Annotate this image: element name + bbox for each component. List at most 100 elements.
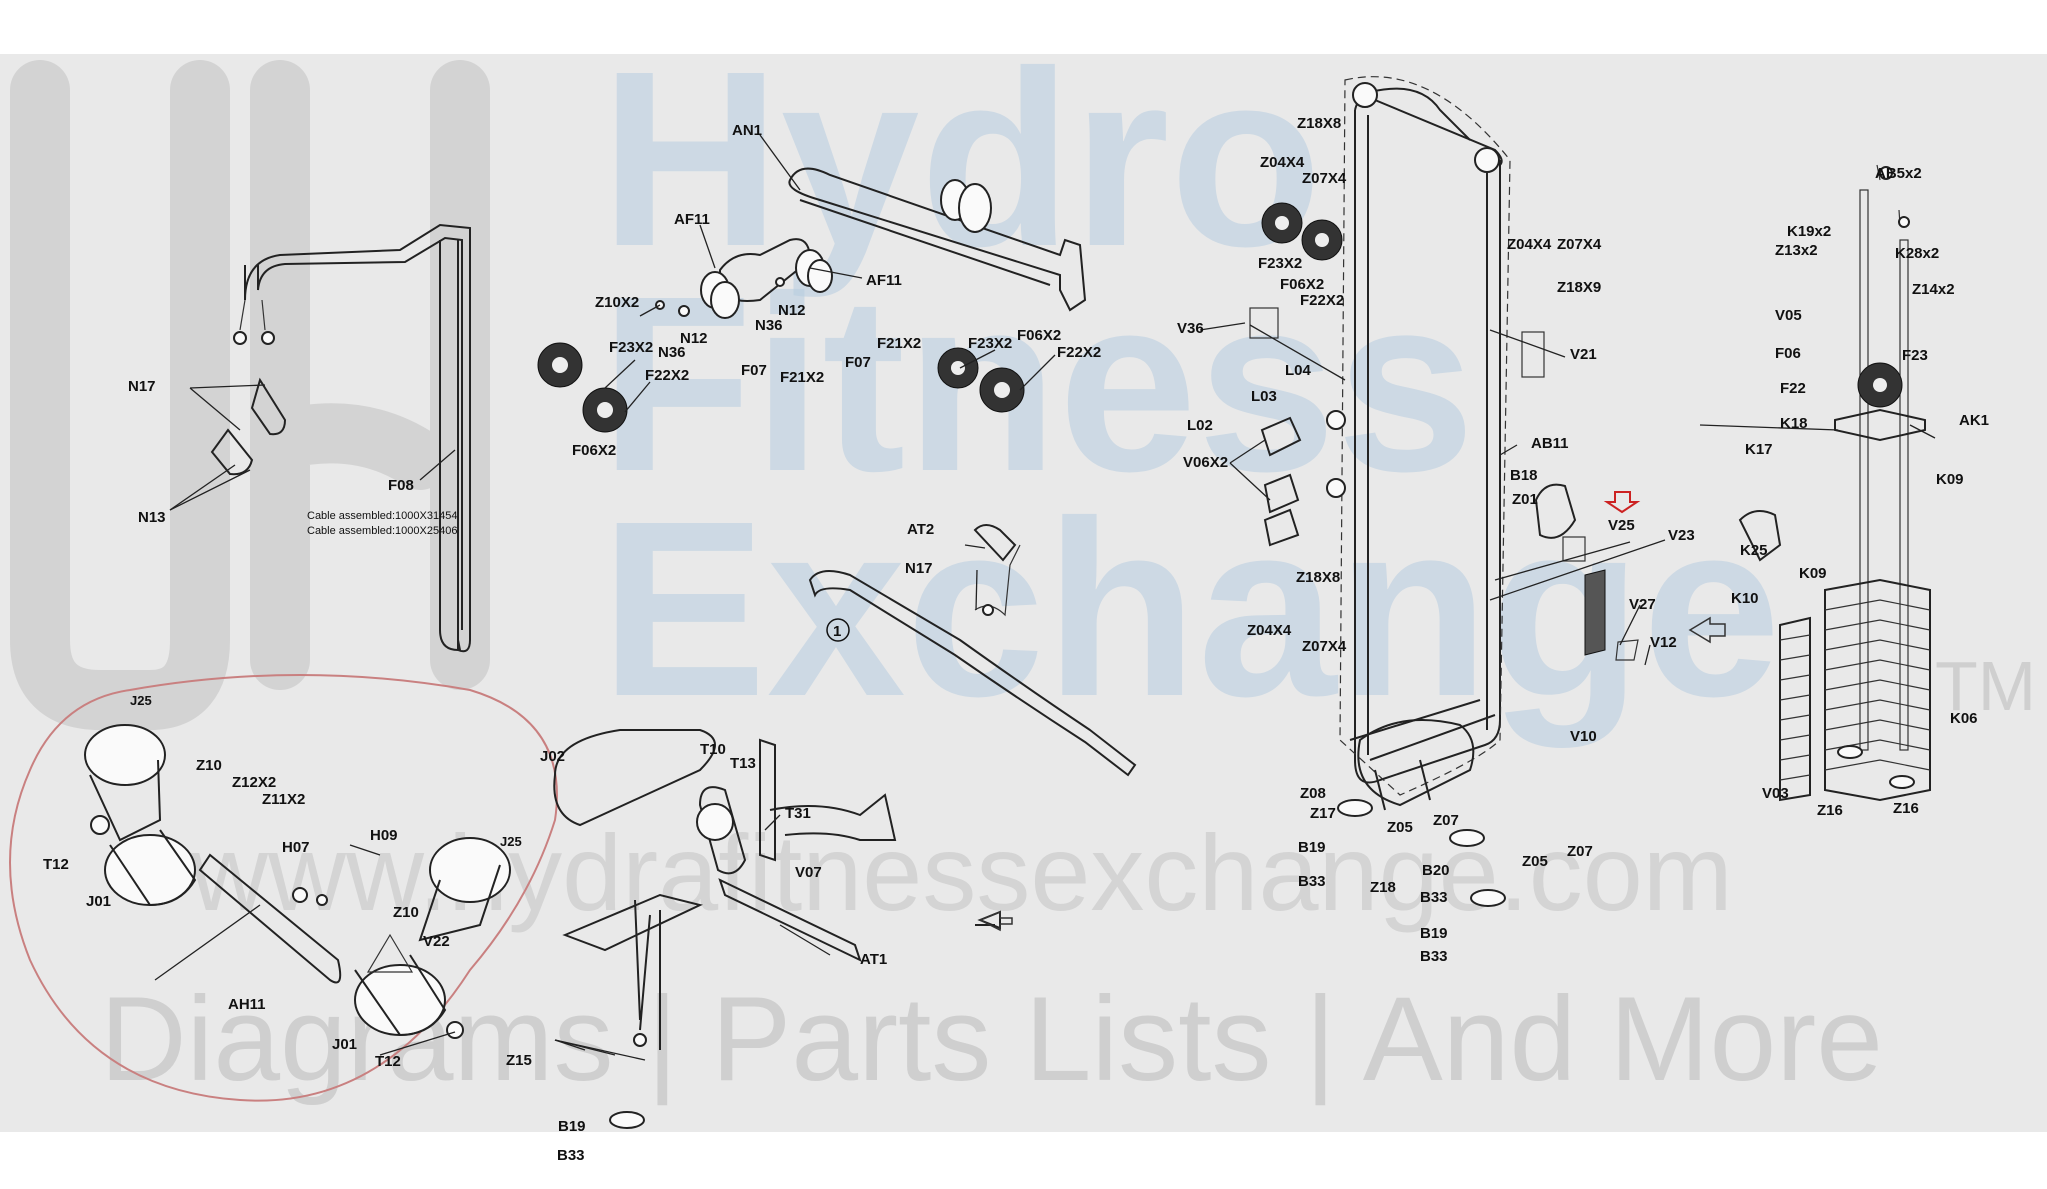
pulley-f06-left-a [537, 342, 583, 388]
label-b19-b: B19 [1298, 839, 1326, 856]
label-z07-a: Z07 [1433, 812, 1459, 829]
label-z14x2: Z14x2 [1912, 281, 1955, 298]
label-z18x8-b: Z18X8 [1296, 569, 1340, 586]
cable-note-2: Cable assembled:1000X25406 [307, 525, 457, 537]
label-z10x2: Z10X2 [595, 294, 639, 311]
label-b33-b: B33 [1298, 873, 1326, 890]
label-k17: K17 [1745, 441, 1773, 458]
label-z01: Z01 [1512, 491, 1538, 508]
label-circle-1: 1 [833, 623, 841, 640]
label-f21x2-b: F21X2 [877, 335, 921, 352]
label-f23x2-a: F23X2 [609, 339, 653, 356]
label-z08: Z08 [1300, 785, 1326, 802]
label-k09-b: K09 [1799, 565, 1827, 582]
label-v03: V03 [1762, 785, 1789, 802]
label-t10: T10 [700, 741, 726, 758]
label-z18: Z18 [1370, 879, 1396, 896]
label-z10-b: Z10 [393, 904, 419, 921]
label-h07: H07 [282, 839, 310, 856]
label-v25: V25 [1608, 517, 1635, 534]
label-f08: F08 [388, 477, 414, 494]
label-h09: H09 [370, 827, 398, 844]
label-v10: V10 [1570, 728, 1597, 745]
label-ah11: AH11 [228, 996, 266, 1013]
label-k06: K06 [1950, 710, 1978, 727]
label-v12: V12 [1650, 634, 1677, 651]
label-f23-r: F23 [1902, 347, 1928, 364]
label-f22x2-c: F22X2 [1300, 292, 1344, 309]
label-b18: B18 [1510, 467, 1538, 484]
label-k25: K25 [1740, 542, 1768, 559]
label-t12-b: T12 [375, 1053, 401, 1070]
label-l02: L02 [1187, 417, 1213, 434]
label-f22-r: F22 [1780, 380, 1806, 397]
label-t13: T13 [730, 755, 756, 772]
label-f21x2-a: F21X2 [780, 369, 824, 386]
label-z07x4-c: Z07X4 [1302, 638, 1347, 655]
cable-assembly [210, 223, 471, 653]
label-k28x2: K28x2 [1895, 245, 1939, 262]
label-z07-b: Z07 [1567, 843, 1593, 860]
label-f22x2-a: F22X2 [645, 367, 689, 384]
direction-arrows [978, 491, 1726, 932]
label-z07x4-b: Z07X4 [1557, 236, 1602, 253]
highlight-arrow-v25 [1603, 491, 1641, 514]
main-tower [1337, 76, 1511, 907]
label-z16-b: Z16 [1893, 800, 1919, 817]
label-ak1: AK1 [1959, 412, 1989, 429]
label-z18x8-a: Z18X8 [1297, 115, 1341, 132]
label-f07-b: F07 [845, 354, 871, 371]
watermark-logo [10, 60, 490, 730]
label-n17-a: N17 [128, 378, 156, 395]
label-n13: N13 [138, 509, 166, 526]
label-t12-a: T12 [43, 856, 69, 873]
tower-brackets [1249, 307, 1639, 661]
label-k19x2: K19x2 [1787, 223, 1831, 240]
label-k10: K10 [1731, 590, 1759, 607]
watermark-line1: Hydro [600, 19, 1322, 298]
label-n12-a: N12 [680, 330, 708, 347]
label-f06x2-b: F06X2 [1017, 327, 1061, 344]
label-j01-a: J01 [86, 893, 111, 910]
label-j01-b: J01 [332, 1036, 357, 1053]
highlight-outline [9, 674, 558, 1102]
label-l03: L03 [1251, 388, 1277, 405]
label-z18x9: Z18X9 [1557, 279, 1601, 296]
leg-roller-assembly [84, 724, 511, 1039]
label-v06x2: V06X2 [1183, 454, 1228, 471]
label-v36: V36 [1177, 320, 1204, 337]
label-z17: Z17 [1310, 805, 1336, 822]
diagram-sheet [0, 54, 2047, 1132]
watermark-url: www.hydrafitnessexchange.com [189, 812, 1733, 933]
label-v07: V07 [795, 864, 822, 881]
label-v05: V05 [1775, 307, 1802, 324]
label-b33-a: B33 [557, 1147, 585, 1164]
watermark-tm: TM [1935, 647, 2036, 725]
label-z07x4-a: Z07X4 [1302, 170, 1347, 187]
label-v27: V27 [1629, 596, 1656, 613]
cable-notes: Cable assembled:1000X31454 Cable assembl… [307, 510, 457, 537]
label-n36-a: N36 [658, 344, 686, 361]
label-at2: AT2 [907, 521, 934, 538]
leader-lines [154, 134, 1936, 1061]
label-v21: V21 [1570, 346, 1597, 363]
label-z15: Z15 [506, 1052, 532, 1069]
label-v23: V23 [1668, 527, 1695, 544]
weight-stack [1738, 164, 1931, 802]
label-af11-b: AF11 [866, 272, 902, 289]
label-b33-c: B33 [1420, 889, 1448, 906]
label-t31: T31 [785, 805, 811, 822]
label-af11-a: AF11 [674, 211, 710, 228]
label-b19-c: B19 [1420, 925, 1448, 942]
label-z04x4-a: Z04X4 [1260, 154, 1305, 171]
label-f06x2-c: F06X2 [1280, 276, 1324, 293]
label-f06x2-a: F06X2 [572, 442, 616, 459]
label-z11x2: Z11X2 [262, 791, 305, 808]
bent-bar-attachment [808, 524, 1137, 777]
label-n36-b: N36 [755, 317, 783, 334]
label-k09-a: K09 [1936, 471, 1964, 488]
watermark-line2: Fitness [600, 244, 1475, 523]
label-z05-b: Z05 [1522, 853, 1548, 870]
